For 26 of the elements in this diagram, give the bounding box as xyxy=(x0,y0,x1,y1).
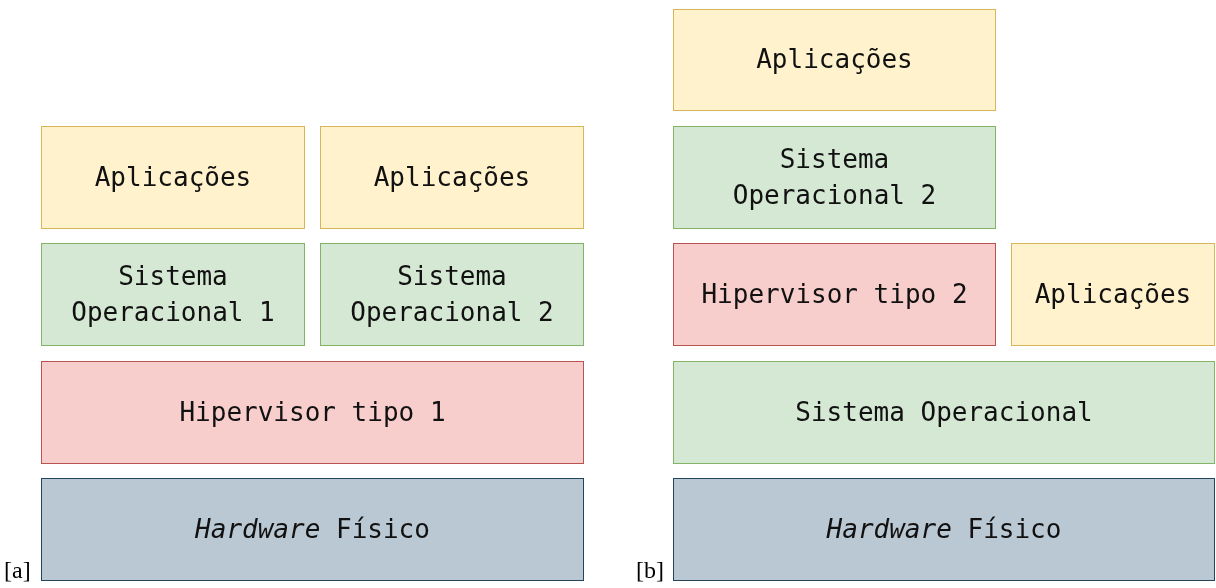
layer-box xyxy=(673,9,996,111)
layer-label: Hipervisor tipo 1 xyxy=(179,395,446,429)
layer-label: Aplicações xyxy=(756,43,913,77)
layer-label: Sistema Operacional 2 xyxy=(731,143,938,212)
layer-box xyxy=(1011,243,1215,346)
layer-box xyxy=(673,126,996,229)
layer-label: Hardware Físico xyxy=(826,512,1062,546)
layer-label: Hipervisor tipo 2 xyxy=(701,277,968,311)
panel-label: [a] xyxy=(4,557,31,584)
layer-label: Sistema Operacional 1 xyxy=(70,260,276,329)
layer-box xyxy=(320,126,584,229)
layer-label: Aplicações xyxy=(1034,277,1192,311)
layer-label: Aplicações xyxy=(373,160,531,194)
panel-label: [b] xyxy=(636,557,664,584)
layer-box xyxy=(320,243,584,346)
layer-label: Hardware Físico xyxy=(195,512,430,546)
layer-box xyxy=(41,243,305,346)
layer-box xyxy=(41,478,584,581)
layer-box xyxy=(673,243,996,346)
layer-box xyxy=(41,126,305,229)
layer-box xyxy=(673,361,1215,464)
layer-label: Aplicações xyxy=(94,160,252,194)
layer-box xyxy=(673,478,1215,581)
layer-label: Sistema Operacional xyxy=(795,395,1093,429)
layer-box xyxy=(41,361,584,464)
layer-label: Sistema Operacional 2 xyxy=(349,260,555,329)
